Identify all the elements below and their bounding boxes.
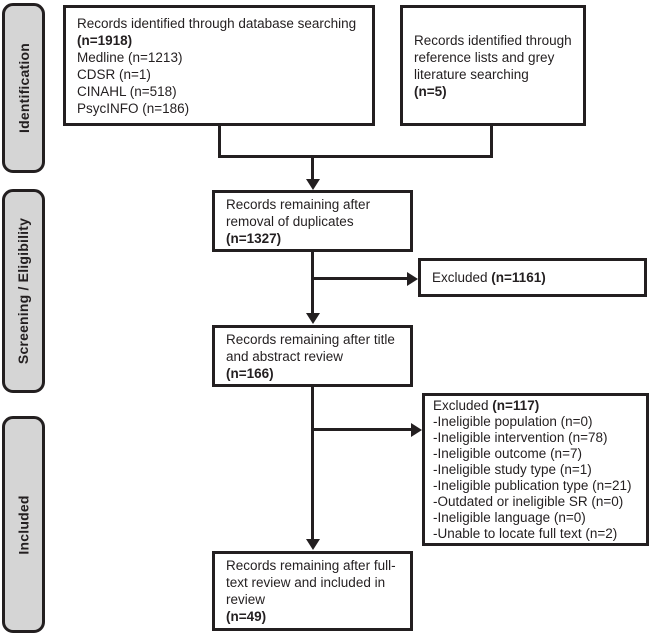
- connector-ref-stub: [490, 126, 493, 157]
- connector-db-stub: [218, 126, 221, 157]
- excluded-screening-count: (n=1161): [491, 270, 546, 285]
- stage-included-label: Included: [15, 494, 32, 555]
- box-excluded-screening-line: Excluded (n=1161): [432, 269, 633, 286]
- box-duplicates-removed-count: (n=1327): [226, 230, 282, 246]
- box-reference-grey-literature-line: reference lists and grey: [414, 49, 555, 65]
- excluded-screening-label: Excluded: [432, 270, 492, 285]
- box-duplicates-removed: Records remaining after removal of dupli…: [212, 190, 413, 252]
- connector-merge-line: [218, 155, 493, 158]
- excluded-fulltext-reason: -Outdated or ineligible SR (n=0): [433, 493, 624, 509]
- arrow-to-duplicates-line: [311, 156, 314, 180]
- stage-included: Included: [2, 416, 45, 633]
- excluded-fulltext-reason: -Ineligible population (n=0): [433, 413, 593, 429]
- stage-screening-eligibility: Screening / Eligibility: [2, 189, 45, 393]
- arrow-duplicates-to-title-line: [311, 252, 314, 314]
- box-duplicates-removed-line: Records remaining after: [226, 196, 371, 212]
- arrowhead-right-icon: [411, 423, 422, 437]
- box-excluded-fulltext-header: Excluded (n=117): [433, 398, 638, 414]
- arrowhead-right-icon: [407, 272, 418, 286]
- box-database-searching-line: Records identified through database sear…: [77, 15, 357, 31]
- box-duplicates-removed-line: removal of duplicates: [226, 213, 354, 229]
- box-title-abstract-review: Records remaining after title and abstra…: [212, 325, 413, 387]
- box-database-searching: Records identified through database sear…: [63, 5, 375, 126]
- box-title-abstract-review-count: (n=166): [226, 365, 274, 381]
- excluded-fulltext-reason: -Ineligible language (n=0): [433, 509, 586, 525]
- box-included-review-line: review: [226, 592, 266, 607]
- arrow-excluded-screening-line: [311, 277, 407, 280]
- arrowhead-down-icon: [306, 179, 320, 190]
- box-database-searching-line: PsycINFO (n=186): [77, 100, 190, 116]
- box-included-review: Records remaining after full- text revie…: [212, 551, 413, 631]
- box-excluded-fulltext: Excluded (n=117) -Ineligible population …: [422, 393, 649, 546]
- excluded-fulltext-label: Excluded: [433, 397, 493, 413]
- excluded-fulltext-reason: -Ineligible publication type (n=21): [433, 477, 632, 493]
- excluded-fulltext-reason: -Ineligible outcome (n=7): [433, 445, 582, 461]
- excluded-fulltext-reason: -Ineligible study type (n=1): [433, 461, 592, 477]
- box-database-searching-line: CDSR (n=1): [77, 66, 151, 82]
- box-reference-grey-literature-line: Records identified through: [414, 32, 572, 48]
- box-reference-grey-literature: Records identified through reference lis…: [400, 5, 586, 126]
- box-title-abstract-review-line: Records remaining after title: [226, 331, 395, 347]
- arrowhead-down-icon: [306, 539, 320, 550]
- stage-identification: Identification: [2, 3, 45, 173]
- box-included-review-line: Records remaining after full-: [226, 558, 396, 573]
- box-title-abstract-review-line: and abstract review: [226, 348, 344, 364]
- arrow-excluded-fulltext-line: [311, 428, 411, 431]
- box-included-review-line: text review and included in: [226, 575, 386, 590]
- box-excluded-screening: Excluded (n=1161): [418, 258, 647, 297]
- arrowhead-down-icon: [306, 313, 320, 324]
- excluded-fulltext-reason: -Ineligible intervention (n=78): [433, 429, 608, 445]
- arrow-title-to-fulltext-line: [311, 387, 314, 540]
- excluded-fulltext-count: (n=117): [492, 397, 540, 413]
- stage-identification-label: Identification: [15, 43, 32, 133]
- excluded-fulltext-reason: -Unable to locate full text (n=2): [433, 525, 618, 541]
- box-reference-grey-literature-line: literature searching: [414, 66, 529, 82]
- box-database-searching-count: (n=1918): [77, 32, 133, 48]
- box-database-searching-line: CINAHL (n=518): [77, 83, 177, 99]
- box-reference-grey-literature-count: (n=5): [414, 83, 447, 99]
- box-database-searching-line: Medline (n=1213): [77, 49, 183, 65]
- box-included-review-count: (n=49): [226, 609, 267, 624]
- stage-screening-eligibility-label: Screening / Eligibility: [15, 217, 32, 365]
